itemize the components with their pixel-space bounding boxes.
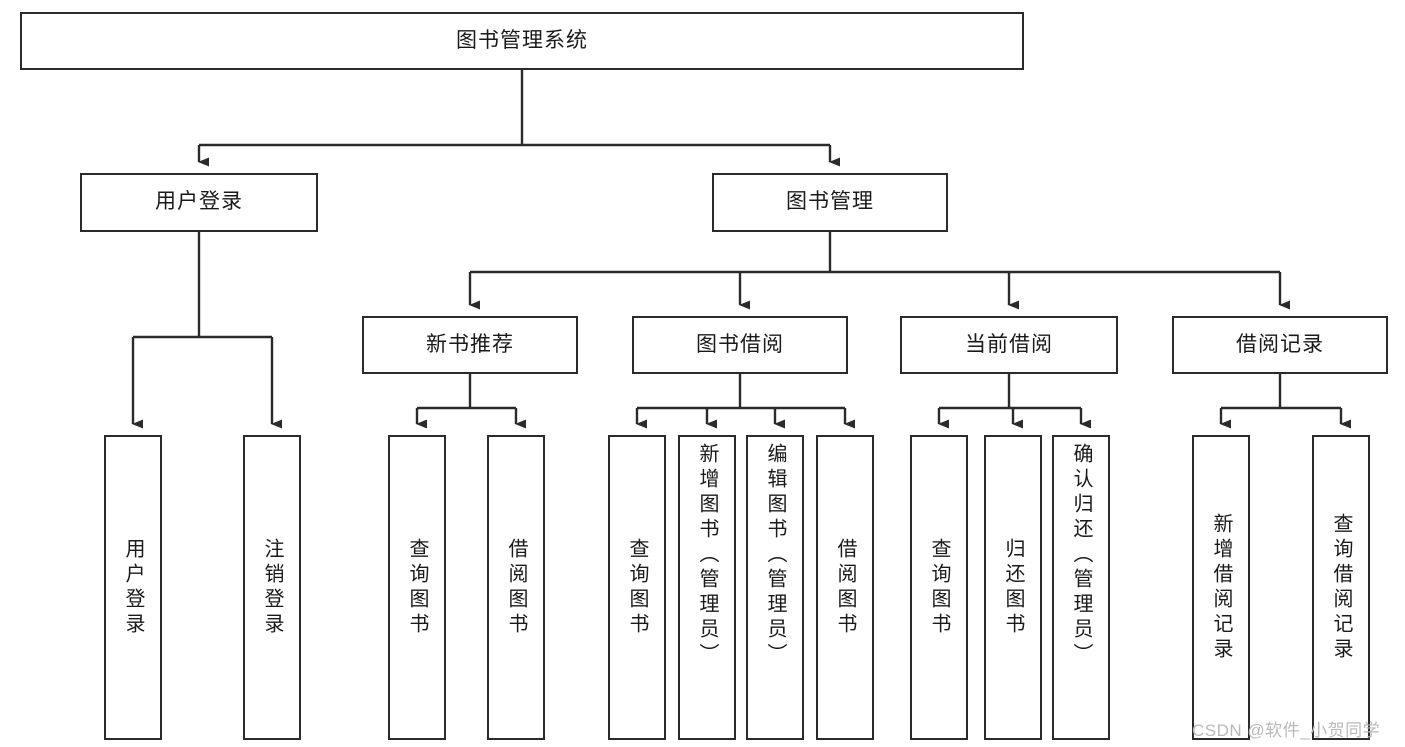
node-label: 借阅记录 (1236, 332, 1324, 356)
node-l3-new[interactable]: 新书推荐 (362, 316, 578, 374)
node-lf-b1[interactable]: 借阅图书 (487, 435, 545, 740)
node-label: 当前借阅 (965, 332, 1053, 356)
node-label: 用户登录 (122, 537, 144, 638)
node-label: 借阅图书 (505, 537, 527, 638)
node-label: 图书管理系统 (456, 28, 588, 52)
node-label: 查询图书 (928, 537, 950, 638)
node-label: 查询图书 (406, 537, 428, 638)
node-lf-login[interactable]: 用户登录 (104, 435, 162, 740)
node-label: 图书管理 (786, 190, 874, 214)
node-root[interactable]: 图书管理系统 (20, 12, 1024, 70)
csdn-watermark: CSDN @软件_小贺同学 (1192, 721, 1381, 740)
node-l3-record[interactable]: 借阅记录 (1172, 316, 1388, 374)
node-lf-q3[interactable]: 查询图书 (910, 435, 968, 740)
node-label: 编辑图书（管理员） (764, 443, 786, 668)
node-lf-confirm[interactable]: 确认归还（管理员） (1052, 435, 1110, 740)
node-label: 查询图书 (626, 537, 648, 638)
node-label: 图书借阅 (696, 332, 784, 356)
node-lf-addrec[interactable]: 新增借阅记录 (1192, 435, 1250, 740)
node-l2-login[interactable]: 用户登录 (80, 173, 318, 232)
node-lf-qrec[interactable]: 查询借阅记录 (1312, 435, 1370, 740)
node-label: 新书推荐 (426, 332, 514, 356)
node-label: 用户登录 (155, 190, 243, 214)
node-lf-q2[interactable]: 查询图书 (608, 435, 666, 740)
node-label: 新增借阅记录 (1210, 512, 1232, 663)
node-lf-logout[interactable]: 注销登录 (243, 435, 301, 740)
node-l2-books[interactable]: 图书管理 (712, 173, 948, 232)
node-label: 归还图书 (1002, 537, 1024, 638)
node-lf-edit[interactable]: 编辑图书（管理员） (746, 435, 804, 740)
node-label: 借阅图书 (834, 537, 856, 638)
node-label: 确认归还（管理员） (1070, 443, 1092, 668)
node-l3-borrow[interactable]: 图书借阅 (632, 316, 848, 374)
node-label: 查询借阅记录 (1330, 512, 1352, 663)
node-lf-b2[interactable]: 借阅图书 (816, 435, 874, 740)
node-lf-add[interactable]: 新增图书（管理员） (678, 435, 736, 740)
node-l3-current[interactable]: 当前借阅 (900, 316, 1118, 374)
node-lf-return[interactable]: 归还图书 (984, 435, 1042, 740)
node-label: 新增图书（管理员） (696, 443, 718, 668)
node-label: 注销登录 (261, 537, 283, 638)
node-lf-q1[interactable]: 查询图书 (388, 435, 446, 740)
